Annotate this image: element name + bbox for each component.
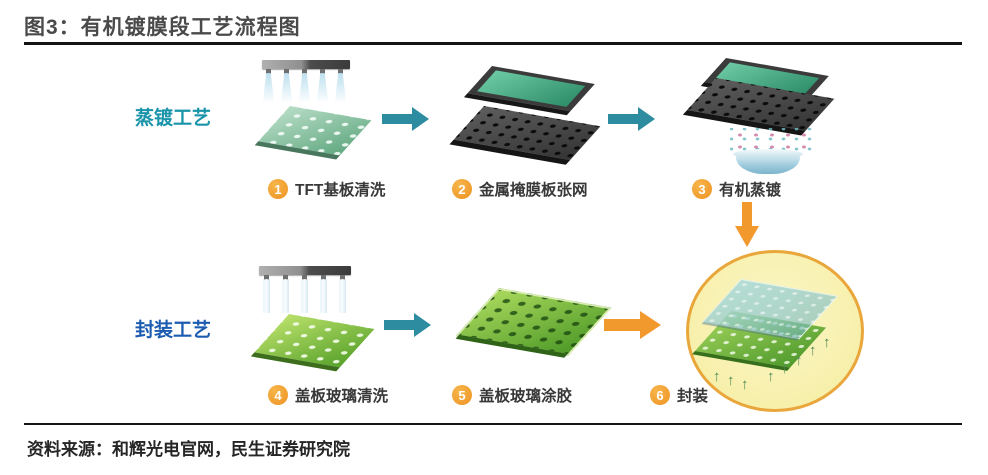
step-6-caption: 6 封装 bbox=[650, 384, 708, 406]
figure-title: 图3：有机镀膜段工艺流程图 bbox=[24, 16, 301, 39]
nozzle bbox=[338, 69, 343, 74]
step-label: TFT基板清洗 bbox=[295, 182, 386, 199]
glue-pattern-plate bbox=[455, 288, 612, 356]
bottom-divider bbox=[24, 423, 962, 425]
spray-jet bbox=[281, 73, 292, 101]
step-label: 有机蒸镀 bbox=[719, 182, 782, 199]
step-number-badge: 2 bbox=[452, 179, 472, 199]
press-up-arrow-icon: ↑ bbox=[767, 368, 775, 385]
step-1-caption: 1 TFT基板清洗 bbox=[268, 178, 385, 200]
nozzle bbox=[266, 69, 271, 74]
spray-bar bbox=[262, 60, 350, 69]
step-label: 盖板玻璃清洗 bbox=[295, 388, 389, 405]
step-label: 金属掩膜板张网 bbox=[479, 182, 588, 199]
cover-glass-plate bbox=[254, 314, 375, 368]
row-label-encapsulation: 封装工艺 bbox=[135, 320, 212, 341]
arrow-right-icon bbox=[384, 313, 431, 337]
mask-frame-glass bbox=[477, 70, 586, 107]
step-number-badge: 6 bbox=[650, 385, 670, 405]
press-up-arrow-icon: ↑ bbox=[727, 372, 735, 389]
step-number-badge: 3 bbox=[692, 179, 712, 199]
encapsulation-circle-illustration: ↑ ↑ ↑ ↑ ↑ ↑ ↑ ↑ bbox=[686, 250, 864, 412]
cover-glass-gluing-illustration bbox=[443, 276, 623, 376]
arrow-right-icon bbox=[604, 311, 661, 339]
source-note: 资料来源：和辉光电官网，民生证券研究院 bbox=[27, 440, 350, 459]
vapor-particles bbox=[730, 128, 812, 152]
press-up-arrow-icon: ↑ bbox=[823, 334, 831, 351]
organic-evaporation-illustration bbox=[670, 56, 840, 181]
nozzle bbox=[302, 275, 307, 280]
metal-mask-illustration bbox=[446, 62, 606, 162]
row-label-evaporation: 蒸镀工艺 bbox=[135, 108, 212, 129]
press-up-arrow-icon: ↑ bbox=[713, 368, 721, 385]
press-up-arrow-icon: ↑ bbox=[781, 360, 789, 377]
spray-jet bbox=[299, 73, 310, 101]
nozzle bbox=[284, 69, 289, 74]
step-label: 盖板玻璃涂胶 bbox=[479, 388, 573, 405]
nozzle bbox=[264, 275, 269, 280]
step-3-caption: 3 有机蒸镀 bbox=[692, 178, 781, 200]
title-divider bbox=[24, 42, 962, 45]
nozzle bbox=[283, 275, 288, 280]
press-up-arrow-icon: ↑ bbox=[795, 352, 803, 369]
spray-column bbox=[263, 279, 270, 313]
tft-substrate-cleaning-illustration bbox=[246, 60, 386, 170]
spray-column bbox=[301, 279, 308, 313]
arrow-down-icon bbox=[735, 202, 759, 247]
spray-column bbox=[282, 279, 289, 313]
step-number-badge: 4 bbox=[268, 385, 288, 405]
nozzle bbox=[320, 69, 325, 74]
spray-bar bbox=[259, 266, 351, 275]
nozzle bbox=[302, 69, 307, 74]
step-number-badge: 1 bbox=[268, 179, 288, 199]
spray-column bbox=[320, 279, 327, 313]
arrow-right-icon bbox=[608, 107, 655, 131]
mask-frame bbox=[467, 66, 595, 112]
spray-jet bbox=[263, 73, 274, 101]
spray-jet bbox=[317, 73, 328, 101]
step-5-caption: 5 盖板玻璃涂胶 bbox=[452, 384, 572, 406]
press-up-arrow-icon: ↑ bbox=[741, 376, 749, 393]
press-up-arrow-icon: ↑ bbox=[809, 342, 817, 359]
evaporation-crucible bbox=[733, 149, 803, 174]
step-label: 封装 bbox=[677, 388, 709, 405]
cover-glass-cleaning-illustration bbox=[243, 266, 393, 376]
nozzle bbox=[340, 275, 345, 280]
spray-column bbox=[339, 279, 346, 313]
step-2-caption: 2 金属掩膜板张网 bbox=[452, 178, 588, 200]
step-4-caption: 4 盖板玻璃清洗 bbox=[268, 384, 388, 406]
nozzle bbox=[321, 275, 326, 280]
perforated-mask-plate bbox=[453, 106, 601, 160]
spray-jet bbox=[335, 73, 346, 101]
step-number-badge: 5 bbox=[452, 385, 472, 405]
arrow-right-icon bbox=[382, 107, 429, 131]
tft-substrate-plate bbox=[258, 106, 372, 156]
